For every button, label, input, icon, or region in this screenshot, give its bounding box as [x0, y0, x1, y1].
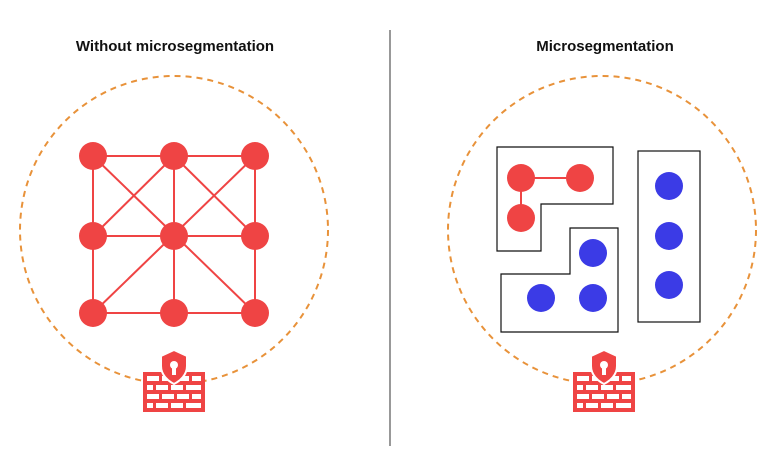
- node: [655, 271, 683, 299]
- left-panel-title: Without microsegmentation: [75, 38, 275, 55]
- node: [160, 142, 188, 170]
- node: [566, 164, 594, 192]
- node: [507, 204, 535, 232]
- node: [160, 299, 188, 327]
- node: [160, 222, 188, 250]
- node: [79, 142, 107, 170]
- node: [655, 172, 683, 200]
- right-panel-title: Microsegmentation: [536, 38, 674, 55]
- unsegmented-nodes: [79, 142, 269, 327]
- node: [655, 222, 683, 250]
- node: [241, 222, 269, 250]
- network-boundary-left: [19, 75, 329, 385]
- node: [507, 164, 535, 192]
- node: [241, 299, 269, 327]
- node: [79, 222, 107, 250]
- node: [579, 284, 607, 312]
- network-boundary-right: [447, 75, 757, 385]
- firewall-icon-left: [142, 349, 206, 413]
- node: [527, 284, 555, 312]
- node: [241, 142, 269, 170]
- firewall-icon-right: [572, 349, 636, 413]
- node: [579, 239, 607, 267]
- node: [79, 299, 107, 327]
